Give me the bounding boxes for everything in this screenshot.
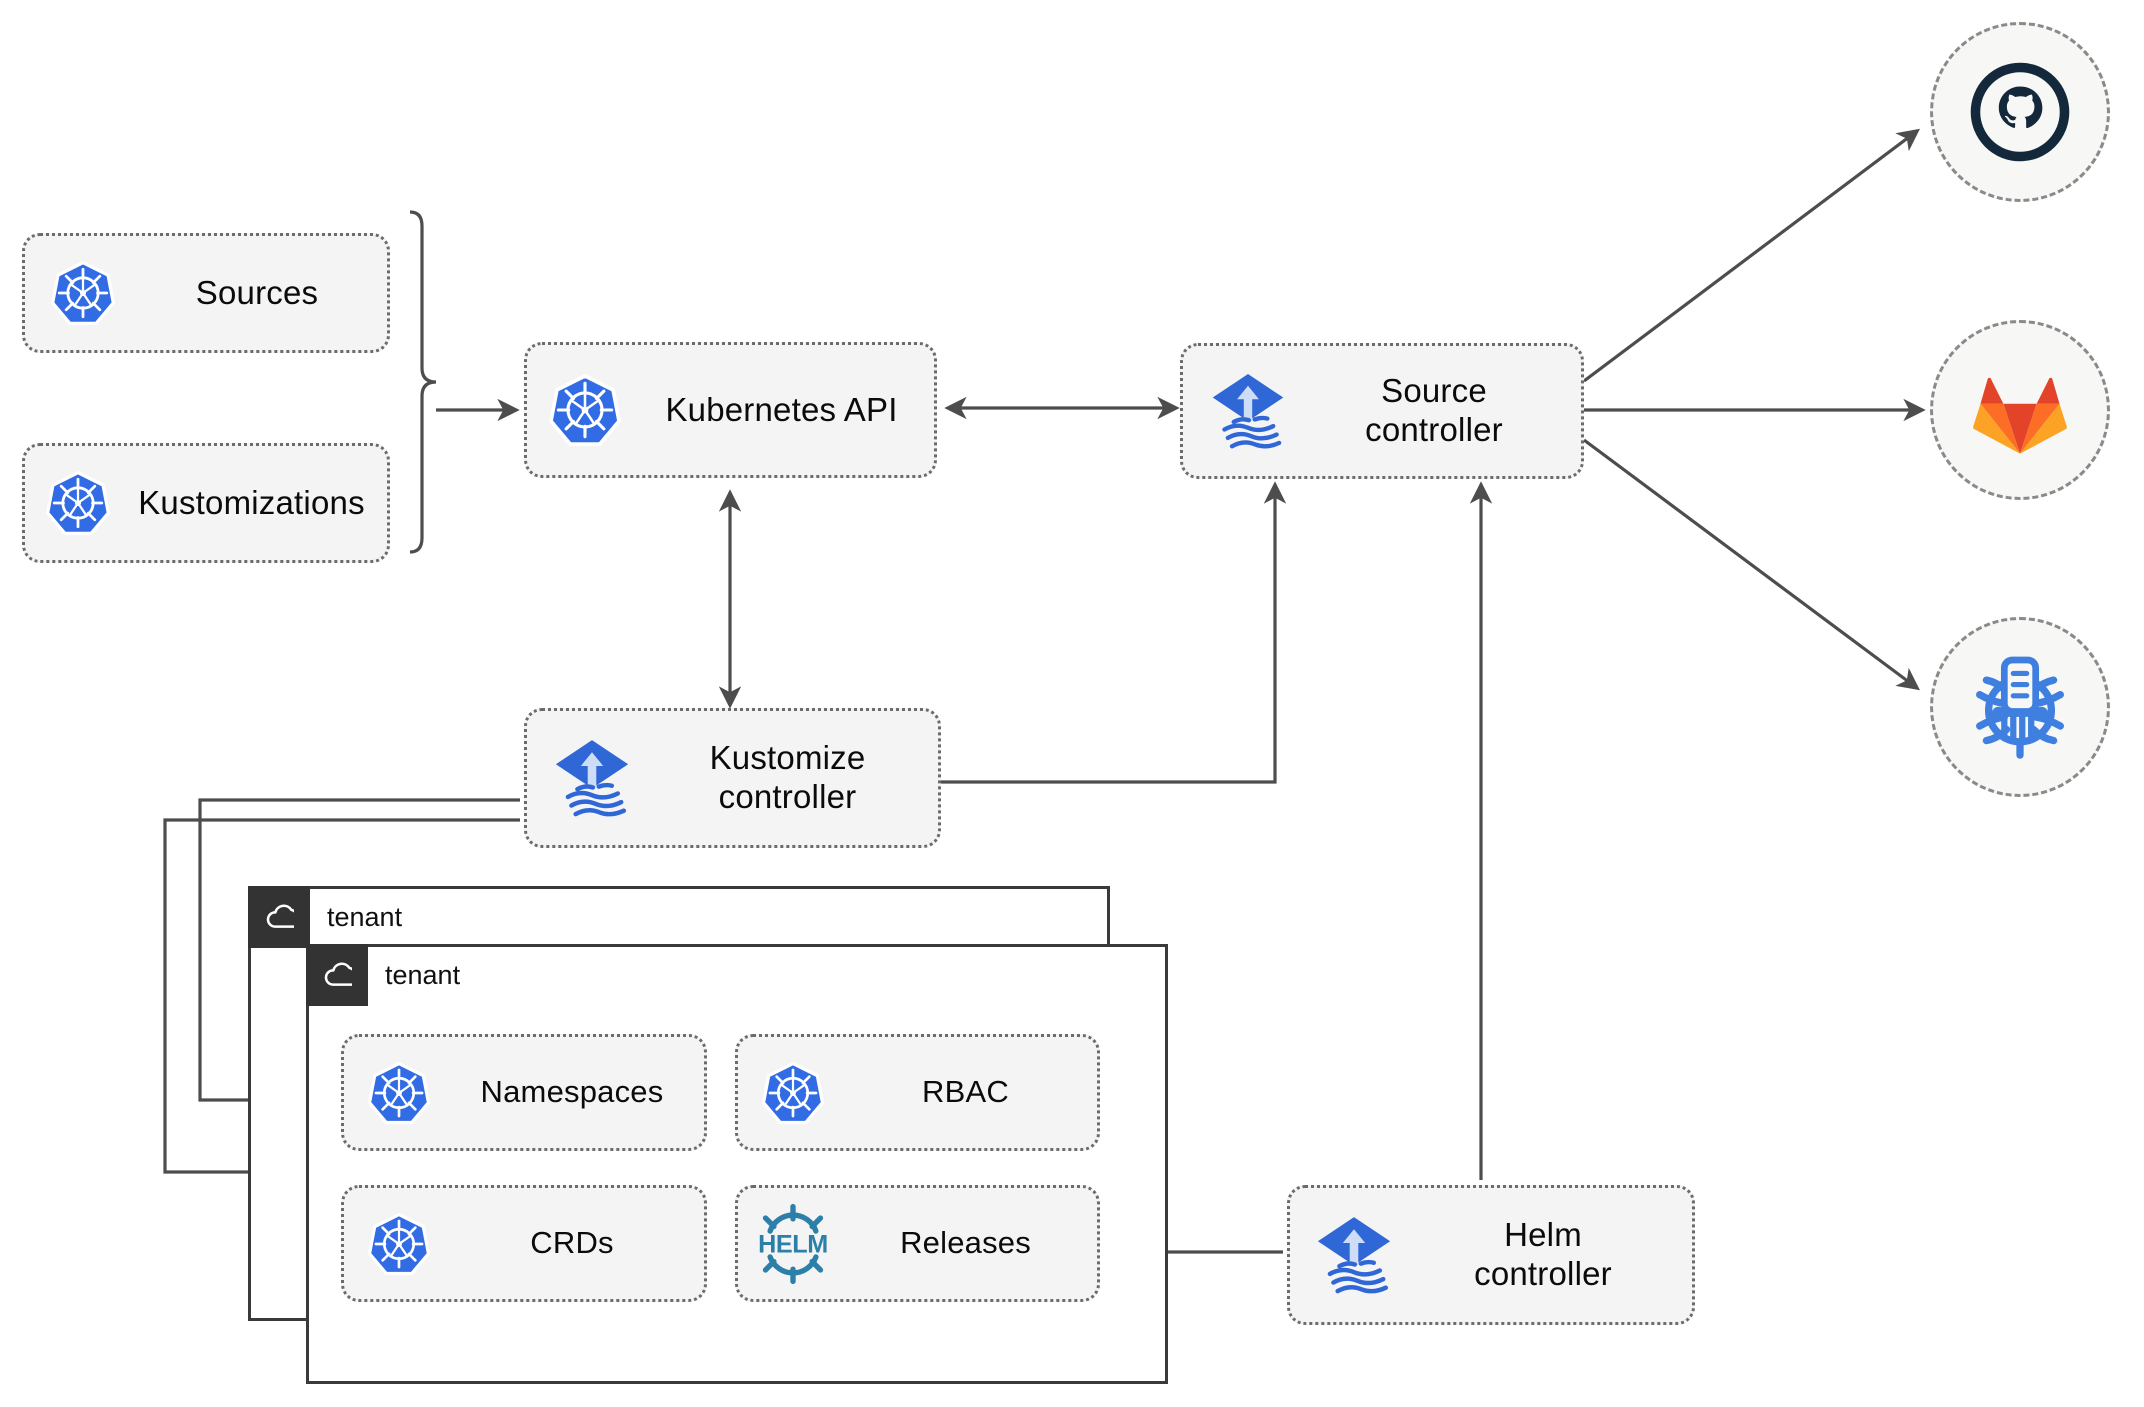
node-source-controller-label-line2: controller — [1365, 411, 1503, 448]
gitlab-icon — [1973, 377, 2067, 454]
tenant-inner-container: tenant — [306, 944, 1168, 1384]
kubernetes-icon — [738, 1061, 848, 1125]
flux-icon — [1183, 369, 1313, 453]
node-crds[interactable]: CRDs — [341, 1185, 707, 1302]
node-crds-label: CRDs — [530, 1225, 614, 1261]
node-releases-label: Releases — [900, 1225, 1031, 1261]
node-kustomize-controller-label-line1: Kustomize — [709, 739, 866, 777]
edge-kustomize-to-source — [940, 481, 1287, 784]
tenant-inner-label: tenant — [385, 959, 461, 990]
node-helm-controller-label-line1: Helm — [1504, 1216, 1582, 1254]
node-kustomizations[interactable]: Kustomizations — [22, 443, 390, 563]
kubernetes-icon — [344, 1061, 454, 1125]
endpoint-helm-repository[interactable] — [1930, 617, 2110, 797]
node-namespaces-label: Namespaces — [480, 1074, 664, 1110]
node-helm-controller[interactable]: Helm controller — [1287, 1185, 1695, 1325]
kubernetes-icon — [25, 260, 141, 326]
flux-icon — [1290, 1212, 1418, 1298]
github-icon — [1967, 59, 2073, 165]
kubernetes-icon — [344, 1212, 454, 1276]
node-kubernetes-api[interactable]: Kubernetes API — [524, 342, 937, 478]
node-source-controller-label-line1: Source — [1381, 372, 1487, 410]
node-kustomize-controller[interactable]: Kustomize controller — [524, 708, 941, 848]
node-rbac[interactable]: RBAC — [735, 1034, 1100, 1151]
kubernetes-icon — [25, 470, 130, 536]
node-sources-label: Sources — [195, 273, 319, 311]
node-kustomize-controller-label-line2: controller — [718, 778, 857, 815]
node-kustomizations-label: Kustomizations — [138, 483, 365, 521]
node-rbac-label: RBAC — [922, 1074, 1009, 1110]
kubernetes-icon — [527, 373, 643, 447]
tenant-outer-tab — [248, 886, 310, 948]
node-source-controller[interactable]: Source controller — [1180, 343, 1584, 479]
endpoint-github[interactable] — [1930, 22, 2110, 202]
edge-source-to-github — [1583, 128, 1920, 383]
helm-chart-icon — [1964, 651, 2076, 763]
node-kubernetes-api-label: Kubernetes API — [665, 390, 898, 428]
node-helm-controller-label-line2: controller — [1474, 1255, 1612, 1292]
cloud-icon — [266, 904, 294, 928]
edge-source-to-helm-repo — [1583, 438, 1920, 691]
tenant-outer-label: tenant — [327, 901, 403, 932]
node-sources[interactable]: Sources — [22, 233, 390, 353]
flux-icon — [527, 735, 657, 821]
endpoint-gitlab[interactable] — [1930, 320, 2110, 500]
helm-logo-icon — [738, 1202, 848, 1286]
cloud-icon — [324, 962, 352, 986]
node-releases[interactable]: Releases — [735, 1185, 1100, 1302]
node-namespaces[interactable]: Namespaces — [341, 1034, 707, 1151]
tenant-inner-tab — [306, 944, 368, 1006]
group-brace — [409, 210, 437, 554]
